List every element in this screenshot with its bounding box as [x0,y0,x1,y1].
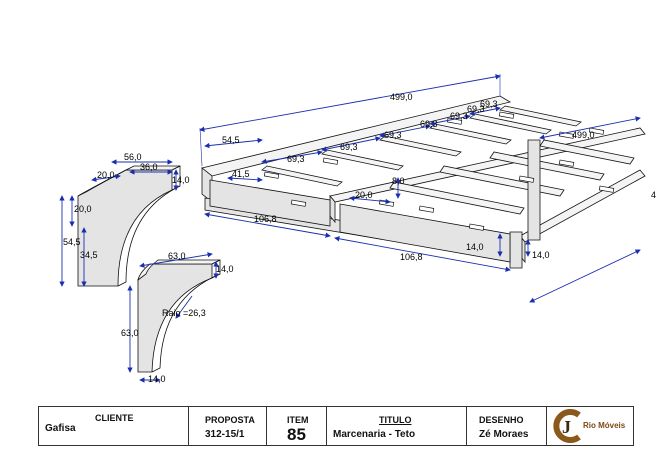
proposal-value: 312-15/1 [205,429,245,440]
bracket-a-drawing [77,165,181,287]
logo-letter: J [562,417,571,437]
dim-right-edge-partial: 4 [651,190,656,200]
dim-bay-5: 69,3 [450,111,468,121]
item-value: 85 [287,425,306,444]
dim-bracket-b-height: 63,0 [121,328,139,338]
dim-panel-depth: 20,0 [355,190,373,200]
dim-panel-length-1: 106,8 [254,214,277,224]
company-logo: J Rio Móveis [549,409,631,443]
proposal-label: PROPOSTA [205,415,255,425]
dim-bay-6: 69,3 [467,104,485,114]
dim-bracket-b-thickness: 14,0 [216,264,234,274]
dim-end-width: 54,5 [222,135,240,145]
dim-bracket-a-lower: 34,5 [80,250,98,260]
ceiling-joinery-drawing: 499,0 499,0 54,5 69,3 69,3 69,3 69,3 69,… [59,74,656,384]
dim-bracket-a-height: 54,5 [63,237,81,247]
dim-bay-1: 69,3 [287,154,305,164]
bracket-b-dimension-lines [127,252,219,383]
dim-panel-length-2: 106,8 [400,252,423,262]
dim-bracket-a-thickness: 14,0 [172,175,190,185]
title-value: Marcenaria - Teto [333,429,416,440]
client-value: Gafisa [45,423,76,434]
title-cell: TITULO Marcenaria - Teto [327,407,467,445]
title-block: CLIENTE Gafisa PROPOSTA 312-15/1 ITEM 85… [38,406,634,446]
dim-bracket-b-width: 63,0 [168,251,186,261]
proposal-cell: PROPOSTA 312-15/1 [189,407,267,445]
dim-bay-7: 69,3 [480,99,498,109]
bracket-a-dimension-lines [59,159,179,287]
drawing-cell: DESENHO Zé Moraes [467,407,547,445]
client-label: CLIENTE [95,413,134,423]
dim-panel-thickness-2: 14,0 [532,250,550,260]
dim-bay-4: 69,3 [420,119,438,129]
dim-bracket-a-width: 56,0 [124,152,142,162]
logo-mark: J [553,409,581,443]
item-label: ITEM [287,415,309,425]
dim-slot-offset: 41,5 [232,169,250,179]
dim-right-length: 499,0 [572,130,595,140]
title-label: TITULO [379,415,412,425]
dim-panel-height: 8,0 [392,176,405,186]
assembly-dimension-lines [199,74,641,303]
dim-bracket-b-radius: Raio =26,3 [162,308,206,318]
drawing-value: Zé Moraes [479,429,529,440]
dim-bracket-b-base: 14,0 [148,374,166,384]
dim-bay-2: 69,3 [340,142,358,152]
item-cell: ITEM 85 [267,407,327,445]
dim-overall-length: 499,0 [390,92,413,102]
dim-bracket-a-top: 36,0 [140,162,158,172]
dim-bay-3: 69,3 [384,130,402,140]
dim-panel-thickness-1: 14,0 [466,242,484,252]
dim-bracket-a-neck: 20,0 [97,170,115,180]
logo-text: Rio Móveis [583,421,626,430]
drawing-label: DESENHO [479,415,524,425]
client-cell: CLIENTE Gafisa [39,407,189,445]
dim-bracket-a-side-top: 20,0 [74,204,92,214]
